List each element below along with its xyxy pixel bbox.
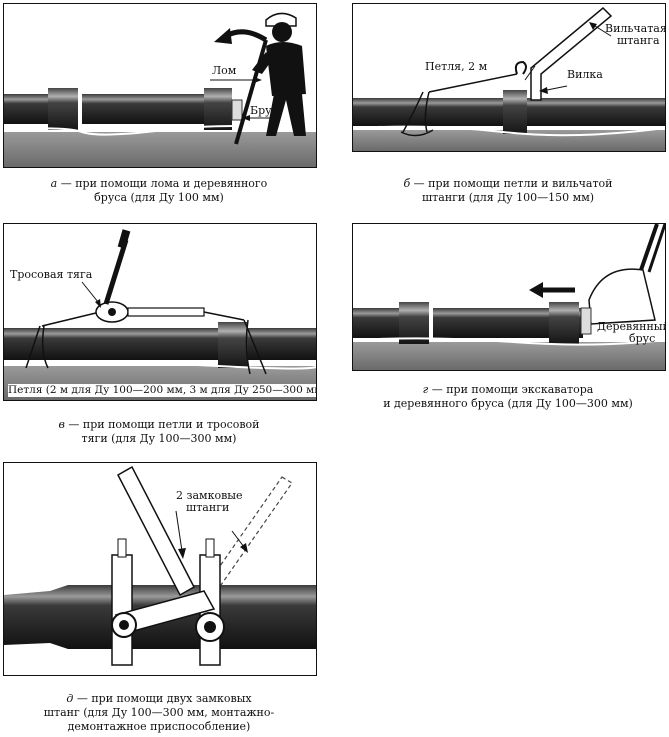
pipe-bell-right	[549, 302, 579, 344]
crowbar	[234, 39, 268, 145]
label-bar: брус	[629, 332, 656, 345]
caption-letter: г	[422, 383, 429, 396]
caption-v: в — при помощи петли и тросовой тяги (дл…	[3, 418, 315, 446]
caption-line2: тяги (для Ду 100—300 мм)	[81, 432, 237, 445]
fork-bar	[530, 6, 613, 101]
label-lock-bars-1: 2 замковые	[176, 489, 243, 502]
pipe-right	[527, 98, 665, 126]
label-loop: Петля (2 м для Ду 100—200 мм, 3 м для Ду…	[8, 384, 316, 397]
pipe-bell	[48, 88, 78, 130]
pipe-right	[248, 328, 316, 360]
caption-d: д — при помощи двух замковых штанг (для …	[3, 692, 315, 734]
caption-b: б — при помощи петли и вильчатой штанги …	[352, 177, 664, 205]
caption-line3: демонтажное приспособление)	[67, 720, 251, 733]
loop	[400, 91, 434, 137]
wooden-bar	[580, 307, 592, 335]
excavator-bucket	[588, 268, 656, 325]
caption-a: а — при помощи лома и деревянного бруса …	[3, 177, 315, 205]
loop-left	[25, 325, 49, 369]
caption-letter: а	[50, 177, 58, 190]
loop-right	[243, 319, 267, 375]
panel-b-drawing	[353, 6, 665, 151]
label-fork-bar-2: штанга	[617, 34, 660, 47]
panel-d-drawing	[4, 465, 316, 666]
caption-line1: — при помощи петли и тросовой	[64, 418, 260, 431]
label-cable-pull: Тросовая тяга	[10, 268, 93, 281]
pipe-bell	[503, 90, 527, 134]
pipe-left	[4, 328, 244, 360]
label-brus: Брус	[250, 104, 278, 117]
panel-v: Тросовая тяга Петля (2 м для Ду 100—200 …	[3, 223, 317, 401]
caption-line2: штанг (для Ду 100—300 мм, монтажно-	[43, 706, 275, 719]
cable-pull-handle	[103, 239, 129, 305]
label-lock-bars-2: штанги	[186, 501, 230, 514]
clamp-left	[111, 554, 133, 666]
panel-d: 2 замковые штанги	[3, 462, 317, 676]
panel-g: Деревянный брус	[352, 223, 666, 371]
caption-letter: б	[403, 177, 411, 190]
ground	[4, 132, 316, 167]
panel-v-drawing	[4, 229, 316, 400]
label-wooden: Деревянный	[597, 320, 666, 333]
label-fork-bar-1: Вильчатая	[605, 22, 666, 35]
ground	[353, 342, 665, 370]
lock-bar-1	[117, 465, 195, 597]
pipe-bell	[399, 302, 429, 344]
caption-line2: штанги (для Ду 100—150 мм)	[421, 191, 595, 204]
caption-letter: д	[66, 692, 74, 705]
label-fork: Вилка	[567, 68, 603, 81]
pipe-left	[353, 98, 513, 126]
caption-line1: — при помощи лома и деревянного	[57, 177, 268, 190]
label-lom: Лом	[212, 64, 237, 77]
panel-a-drawing	[4, 12, 316, 167]
caption-line2: бруса (для Ду 100 мм)	[94, 191, 224, 204]
wooden-bar	[231, 99, 243, 121]
caption-line1: — при помощи экскаватора	[428, 383, 594, 396]
worker-figure	[252, 12, 306, 136]
caption-letter: в	[58, 418, 65, 431]
pipe-bell	[218, 322, 248, 368]
panel-a: Лом Брус	[3, 3, 317, 168]
caption-line1: — при помощи двух замковых	[73, 692, 252, 705]
caption-g: г — при помощи экскаватора и деревянного…	[352, 383, 664, 411]
caption-line1: — при помощи петли и вильчатой	[410, 177, 613, 190]
label-loop: Петля, 2 м	[425, 60, 488, 73]
panel-g-drawing	[353, 224, 665, 370]
caption-line2: и деревянного бруса (для Ду 100—300 мм)	[383, 397, 633, 410]
pipe-bell-right	[204, 88, 232, 130]
panel-b: Петля, 2 м Вильчатая штанга Вилка	[352, 3, 666, 152]
